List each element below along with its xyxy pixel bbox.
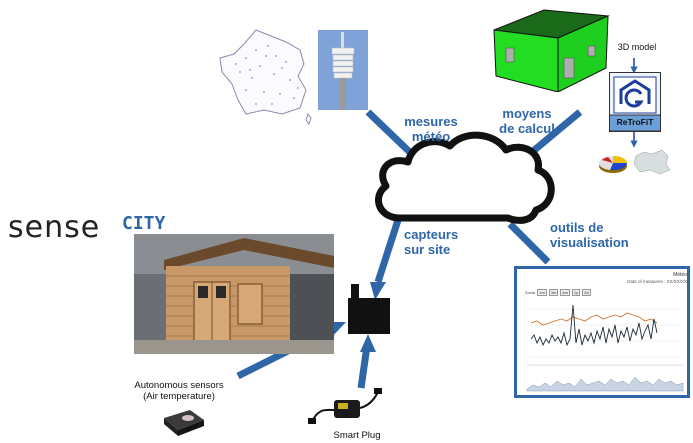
green-house-3d-model bbox=[488, 6, 612, 93]
sensor-gateway-box bbox=[346, 282, 392, 336]
smart-plug-device bbox=[304, 388, 384, 426]
region-map-thumbnail bbox=[632, 148, 672, 176]
zoom-button-all[interactable]: All bbox=[582, 289, 591, 296]
visualisation-dashboard: Météo Date of measures : XX/XX/XX Zoom 1… bbox=[514, 266, 690, 398]
retrofit-logo bbox=[609, 72, 661, 132]
retrofit-label: ReTroFiT bbox=[616, 117, 654, 127]
zoom-toolbar: Zoom 1m 3m 6m 1y All bbox=[525, 289, 591, 296]
dashboard-plot bbox=[526, 304, 684, 392]
zoom-button-1m[interactable]: 1m bbox=[537, 289, 547, 296]
model-title: 3D model bbox=[617, 42, 657, 52]
plug-to-gateway-arrow bbox=[357, 345, 371, 389]
cloud-shape bbox=[370, 130, 558, 228]
navigator-area bbox=[526, 376, 684, 392]
autonomous-sensors-caption: Autonomous sensors(Air temperature) bbox=[134, 380, 224, 402]
zoom-button-3m[interactable]: 3m bbox=[548, 289, 559, 296]
zoom-button-1y[interactable]: 1y bbox=[571, 289, 581, 296]
autonomous-sensor-device bbox=[160, 406, 206, 438]
france-station-map bbox=[216, 28, 314, 128]
zoom-label: Zoom bbox=[525, 290, 536, 295]
sense-city-logo: sense bbox=[8, 210, 101, 245]
dashboard-title: Météo bbox=[673, 272, 687, 278]
cloud-to-sensors-arrow bbox=[374, 218, 402, 284]
cloud-to-visualisation-connector bbox=[507, 221, 551, 265]
pie-chart-thumbnail bbox=[596, 150, 630, 176]
weather-station-photo bbox=[318, 30, 368, 110]
dashboard-subtitle: Date of measures : XX/XX/XX bbox=[627, 279, 687, 284]
zoom-button-6m[interactable]: 6m bbox=[560, 289, 570, 296]
smart-plug-caption: Smart Plug bbox=[333, 430, 381, 441]
wooden-house-photo bbox=[134, 234, 334, 354]
measurement-series-dark bbox=[530, 304, 658, 347]
sense-city-logo-accent: CITY bbox=[122, 213, 166, 234]
temperature-series-red bbox=[530, 312, 658, 326]
